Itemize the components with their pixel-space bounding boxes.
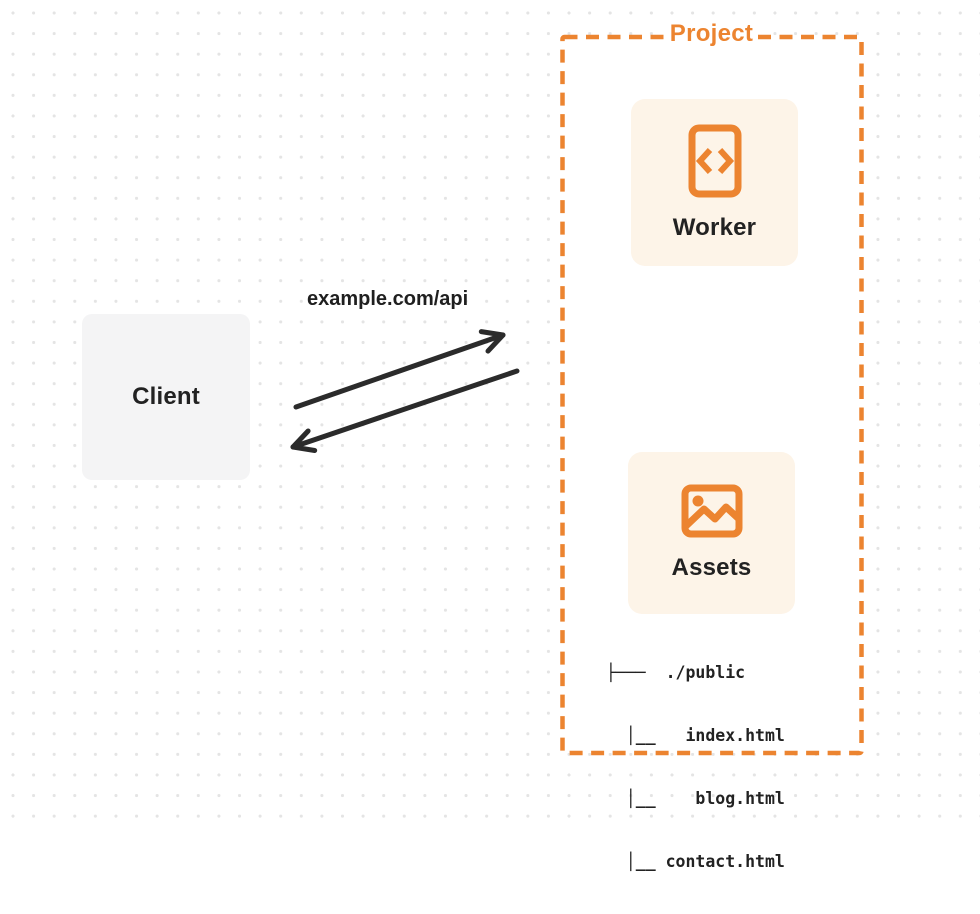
file-tree-line: │__ blog.html [606, 789, 785, 808]
code-document-icon [688, 124, 741, 197]
project-title-text: Project [665, 20, 758, 48]
assets-node: Assets [628, 452, 795, 614]
file-tree-line: │__ index.html [606, 726, 785, 745]
worker-node: Worker [631, 99, 798, 266]
file-tree-line: │__ contact.html [606, 852, 785, 871]
request-arrow [293, 329, 506, 410]
project-title: Project [560, 20, 863, 48]
assets-label: Assets [671, 554, 752, 581]
client-label: Client [132, 383, 200, 410]
assets-file-tree: ├─── ./public │__ index.html │__ blog.ht… [606, 620, 785, 914]
request-url-label: example.com/api [307, 288, 469, 310]
file-tree-line: ├─── ./public [606, 663, 746, 682]
dot-grid-background: Client example.com/api Project Worker As… [0, 0, 980, 871]
worker-label: Worker [672, 213, 757, 241]
response-arrow [290, 368, 520, 453]
client-node: Client [82, 314, 250, 480]
image-icon [681, 484, 742, 538]
